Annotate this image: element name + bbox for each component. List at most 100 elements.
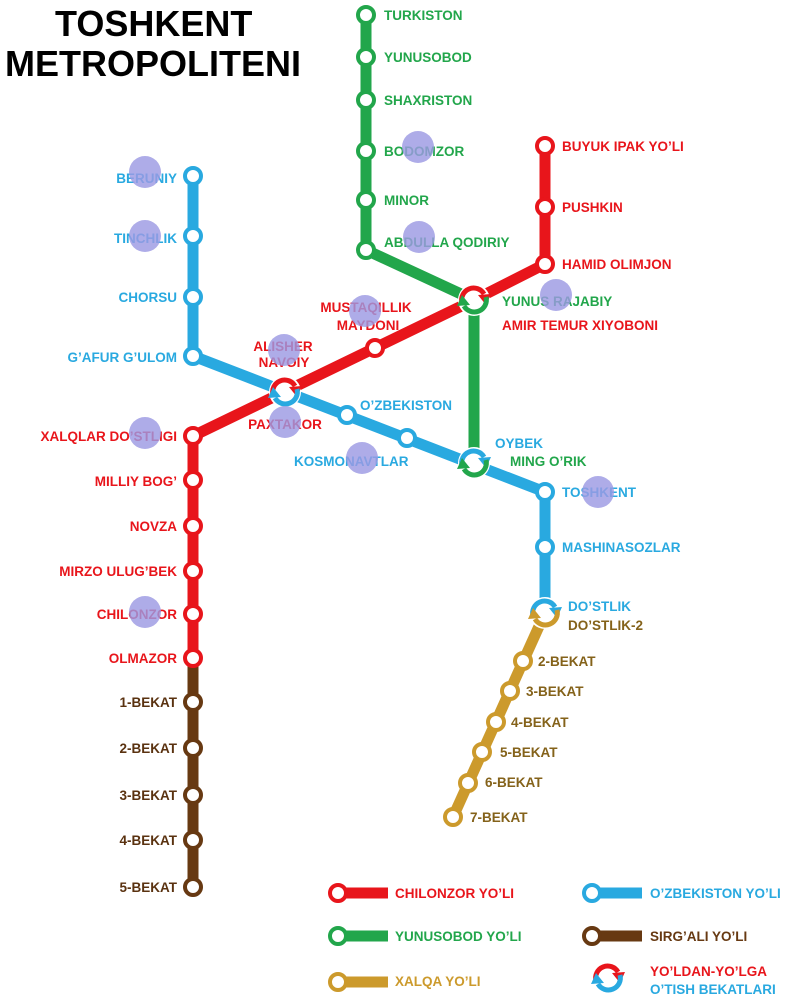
station-label-ozbekiston-mashinasozlar: MASHINASOZLAR xyxy=(562,540,681,555)
station-dot-chilonzor-hamid-olimjon xyxy=(535,254,555,274)
highlight-marker xyxy=(269,406,301,438)
legend-transfer-icon xyxy=(591,962,625,994)
station-dot-ozbekiston-ozbekiston xyxy=(337,405,357,425)
transfer-stations xyxy=(268,284,562,629)
station-label-xalqa-3-bekat: 3-BEKAT xyxy=(526,684,584,699)
station-dot-chilonzor-mustaqillik-maydoni xyxy=(365,338,385,358)
legend-label-xalqa: XALQA YO’LI xyxy=(395,974,481,989)
station-label-chilonzor-milliy-bog: MILLIY BOG’ xyxy=(95,474,177,489)
map-title-line2: METROPOLITENI xyxy=(5,43,301,84)
station-dot-ozbekiston-tinchlik xyxy=(183,226,203,246)
map-title: TOSHKENT METROPOLITENI xyxy=(5,3,301,84)
map-title-line1: TOSHKENT xyxy=(55,3,252,44)
station-dot-yunusobod-abdulla-qodiriy xyxy=(356,240,376,260)
station-dot-chilonzor-chilonzor xyxy=(183,604,203,624)
station-dot-yunusobod-minor xyxy=(356,190,376,210)
legend-dot-ozbekiston xyxy=(582,883,602,903)
station-label-ozbekiston-oybek: OYBEK xyxy=(495,436,543,451)
station-dot-xalqa-4-bekat xyxy=(486,712,506,732)
station-dot-xalqa-5-bekat xyxy=(472,742,492,762)
stations xyxy=(183,5,555,897)
legend-item-xalqa: XALQA YO’LI xyxy=(328,972,481,992)
station-dot-sirgali-1-bekat xyxy=(183,692,203,712)
station-dot-xalqa-2-bekat xyxy=(513,651,533,671)
station-label-yunusobod-turkiston: TURKISTON xyxy=(384,8,463,23)
legend-label-ozbekiston: O’ZBEKISTON YO’LI xyxy=(650,886,781,901)
station-dot-chilonzor-milliy-bog xyxy=(183,470,203,490)
station-label-xalqa-6-bekat: 6-BEKAT xyxy=(485,775,543,790)
station-label-xalqa-4-bekat: 4-BEKAT xyxy=(511,715,569,730)
station-label-yunusobod-abdulla-qodiriy: ABDULLA QODIRIY xyxy=(384,235,510,250)
legend: CHILONZOR YO’LI YUNUSOBOD YO’LI XALQA YO’L… xyxy=(328,883,781,997)
station-label-xalqa-5-bekat: 5-BEKAT xyxy=(500,745,558,760)
station-dot-ozbekiston-beruniy xyxy=(183,166,203,186)
legend-item-yunusobod: YUNUSOBOD YO’LI xyxy=(328,926,522,946)
station-label-ozbekiston-chorsu: CHORSU xyxy=(118,290,177,305)
highlight-marker xyxy=(129,220,161,252)
station-label-yunusobod-shaxriston: SHAXRISTON xyxy=(384,93,472,108)
legend-label-transfer-line2: O’TISH BEKATLARI xyxy=(650,982,776,997)
highlight-marker xyxy=(268,334,300,366)
station-dot-sirgali-5-bekat xyxy=(183,877,203,897)
yunusobod-line xyxy=(360,15,480,463)
station-dot-ozbekiston-toshkent xyxy=(535,482,555,502)
station-dot-yunusobod-shaxriston xyxy=(356,90,376,110)
transfer-oybek-icon xyxy=(457,447,491,479)
station-label-sirgali-1-bekat: 1-BEKAT xyxy=(119,695,177,710)
station-label-ozbekiston-ozbekiston: O’ZBEKISTON xyxy=(360,398,452,413)
transfer-amir-temur-icon xyxy=(457,284,491,316)
highlight-marker xyxy=(582,476,614,508)
station-label-xalqa-dostlik-2: DO’STLIK-2 xyxy=(568,618,643,633)
station-dot-chilonzor-xalqlar-dostligi xyxy=(183,426,203,446)
highlight-marker xyxy=(129,417,161,449)
station-label-sirgali-4-bekat: 4-BEKAT xyxy=(119,833,177,848)
legend-item-transfer: YO’LDAN-YO’LGA O’TISH BEKATLARI xyxy=(591,962,776,997)
legend-item-sirgali: SIRG’ALI YO’LI xyxy=(582,926,747,946)
station-dot-sirgali-4-bekat xyxy=(183,830,203,850)
station-label-chilonzor-pushkin: PUSHKIN xyxy=(562,200,623,215)
station-dot-xalqa-6-bekat xyxy=(458,773,478,793)
highlight-marker xyxy=(402,131,434,163)
legend-label-chilonzor: CHILONZOR YO’LI xyxy=(395,886,514,901)
station-dot-ozbekiston-mashinasozlar xyxy=(535,537,555,557)
highlight-marker xyxy=(403,221,435,253)
legend-item-ozbekiston: O’ZBEKISTON YO’LI xyxy=(582,883,781,903)
station-dot-xalqa-3-bekat xyxy=(500,681,520,701)
legend-dot-xalqa xyxy=(328,972,348,992)
transfer-dostlik-icon xyxy=(528,597,562,629)
highlight-marker xyxy=(540,279,572,311)
station-dot-yunusobod-yunusobod xyxy=(356,47,376,67)
station-label-chilonzor-buyuk-ipak-yoli: BUYUK IPAK YO’LI xyxy=(562,139,684,154)
legend-label-transfer-line1: YO’LDAN-YO’LGA xyxy=(650,964,767,979)
station-label-yunusobod-yunusobod: YUNUSOBOD xyxy=(384,50,472,65)
transfer-alisher-navoiy-icon xyxy=(268,376,302,408)
station-label-sirgali-2-bekat: 2-BEKAT xyxy=(119,741,177,756)
station-dot-ozbekiston-gafur-gulom xyxy=(183,346,203,366)
station-label-chilonzor-hamid-olimjon: HAMID OLIMJON xyxy=(562,257,672,272)
station-dot-yunusobod-turkiston xyxy=(356,5,376,25)
station-dot-ozbekiston-kosmonavtlar xyxy=(397,428,417,448)
station-dot-yunusobod-bodomzor xyxy=(356,141,376,161)
legend-label-sirgali: SIRG’ALI YO’LI xyxy=(650,929,747,944)
station-dot-chilonzor-buyuk-ipak-yoli xyxy=(535,136,555,156)
station-label-sirgali-5-bekat: 5-BEKAT xyxy=(119,880,177,895)
highlight-marker xyxy=(346,442,378,474)
station-label-chilonzor-mirzo-ulugbek: MIRZO ULUG’BEK xyxy=(59,564,177,579)
highlight-markers xyxy=(129,131,614,628)
station-label-xalqa-2-bekat: 2-BEKAT xyxy=(538,654,596,669)
station-dot-xalqa-7-bekat xyxy=(443,807,463,827)
station-label-chilonzor-novza: NOVZA xyxy=(130,519,178,534)
legend-label-yunusobod: YUNUSOBOD YO’LI xyxy=(395,929,522,944)
legend-item-chilonzor: CHILONZOR YO’LI xyxy=(328,883,514,903)
station-label-chilonzor-amir-temur-xiyoboni: AMIR TEMUR XIYOBONI xyxy=(502,318,658,333)
station-dot-sirgali-2-bekat xyxy=(183,738,203,758)
station-dot-ozbekiston-chorsu xyxy=(183,287,203,307)
legend-dot-sirgali xyxy=(582,926,602,946)
legend-dot-yunusobod xyxy=(328,926,348,946)
station-label-yunusobod-ming-orik: MING O’RIK xyxy=(510,454,587,469)
station-dot-chilonzor-pushkin xyxy=(535,197,555,217)
station-label-ozbekiston-gafur-gulom: G’AFUR G’ULOM xyxy=(68,350,178,365)
highlight-marker xyxy=(349,295,381,327)
highlight-marker xyxy=(129,156,161,188)
